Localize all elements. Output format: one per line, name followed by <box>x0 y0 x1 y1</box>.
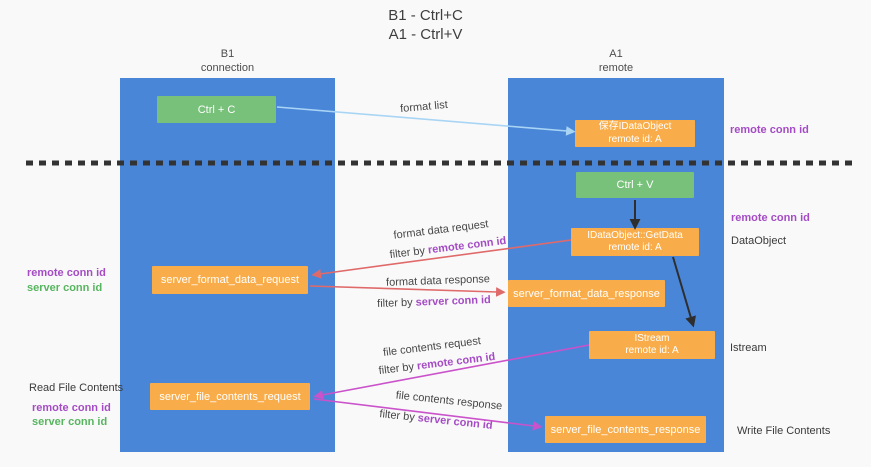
title-line-1: B1 - Ctrl+C <box>388 7 463 24</box>
lane-b1-title: B1 <box>220 48 235 60</box>
node-server-file-contents-response: server_file_contents_response <box>545 416 706 443</box>
node-server-format-data-request: server_format_data_request <box>152 266 308 294</box>
remote-conn-id-text: remote conn id <box>416 350 496 373</box>
node-server-format-data-request-label: server_format_data_request <box>160 274 300 286</box>
label-remote-conn-id-top-right: remote conn id <box>730 124 809 136</box>
label-read-file-contents: Read File Contents <box>29 382 124 394</box>
node-save-idataobject-line1: 保存IDataObject <box>598 121 672 132</box>
filter-by-text: filter by <box>376 296 413 310</box>
server-conn-id-text: server conn id <box>415 294 492 309</box>
server-conn-id-text: server conn id <box>417 412 494 432</box>
node-server-file-contents-request: server_file_contents_request <box>150 383 310 410</box>
diagram-title: B1 - Ctrl+C A1 - Ctrl+V <box>0 6 851 44</box>
node-idataobject-getdata-line1: IDataObject::GetData <box>587 229 683 241</box>
lane-a1-title: A1 <box>609 48 623 60</box>
label-format-list: format list <box>399 98 449 116</box>
filter-by-text: filter by <box>378 360 415 378</box>
label-format-data-response: format data response <box>385 273 491 289</box>
label-file-contents-response: file contents response <box>395 389 503 413</box>
node-istream-line1: IStream <box>634 332 670 344</box>
label-remote-conn-id-left-2: remote conn id <box>32 402 111 414</box>
label-remote-conn-id-mid-right: remote conn id <box>731 212 810 224</box>
lane-b1-subtitle: connection <box>200 62 255 74</box>
node-ctrl-v-label: Ctrl + V <box>616 179 654 191</box>
node-save-idataobject: 保存IDataObject remote id: A <box>575 120 695 147</box>
node-server-format-data-response: server_format_data_response <box>508 280 665 307</box>
lane-a1-subtitle: remote <box>598 62 634 74</box>
filter-by-text: filter by <box>389 244 426 262</box>
title-line-2: A1 - Ctrl+V <box>388 26 463 43</box>
node-istream-line2: remote id: A <box>625 345 679 356</box>
label-server-conn-id-left-2: server conn id <box>32 416 108 428</box>
node-ctrl-c-label: Ctrl + C <box>197 103 236 116</box>
label-istream: Istream <box>730 342 767 354</box>
node-server-format-data-response-label: server_format_data_response <box>513 287 660 300</box>
node-idataobject-getdata: IDataObject::GetData remote id: A <box>571 228 699 256</box>
node-istream: IStream remote id: A <box>589 331 715 359</box>
label-dataobject: DataObject <box>731 235 787 247</box>
node-idataobject-getdata-line2: remote id: A <box>608 242 662 253</box>
label-write-file-contents: Write File Contents <box>737 425 831 437</box>
node-ctrl-v: Ctrl + V <box>576 172 694 198</box>
filter-by-text: filter by <box>378 408 416 424</box>
node-server-file-contents-request-label: server_file_contents_request <box>159 390 301 403</box>
label-server-conn-id-left-1: server conn id <box>27 282 103 294</box>
node-ctrl-c: Ctrl + C <box>157 96 276 123</box>
lane-header-a1: A1 remote <box>508 47 724 75</box>
lane-header-b1: B1 connection <box>120 47 335 75</box>
node-save-idataobject-line2: remote id: A <box>608 133 662 145</box>
label-remote-conn-id-left-1: remote conn id <box>27 267 106 279</box>
node-server-file-contents-response-label: server_file_contents_response <box>550 423 701 436</box>
remote-conn-id-text: remote conn id <box>427 234 507 257</box>
